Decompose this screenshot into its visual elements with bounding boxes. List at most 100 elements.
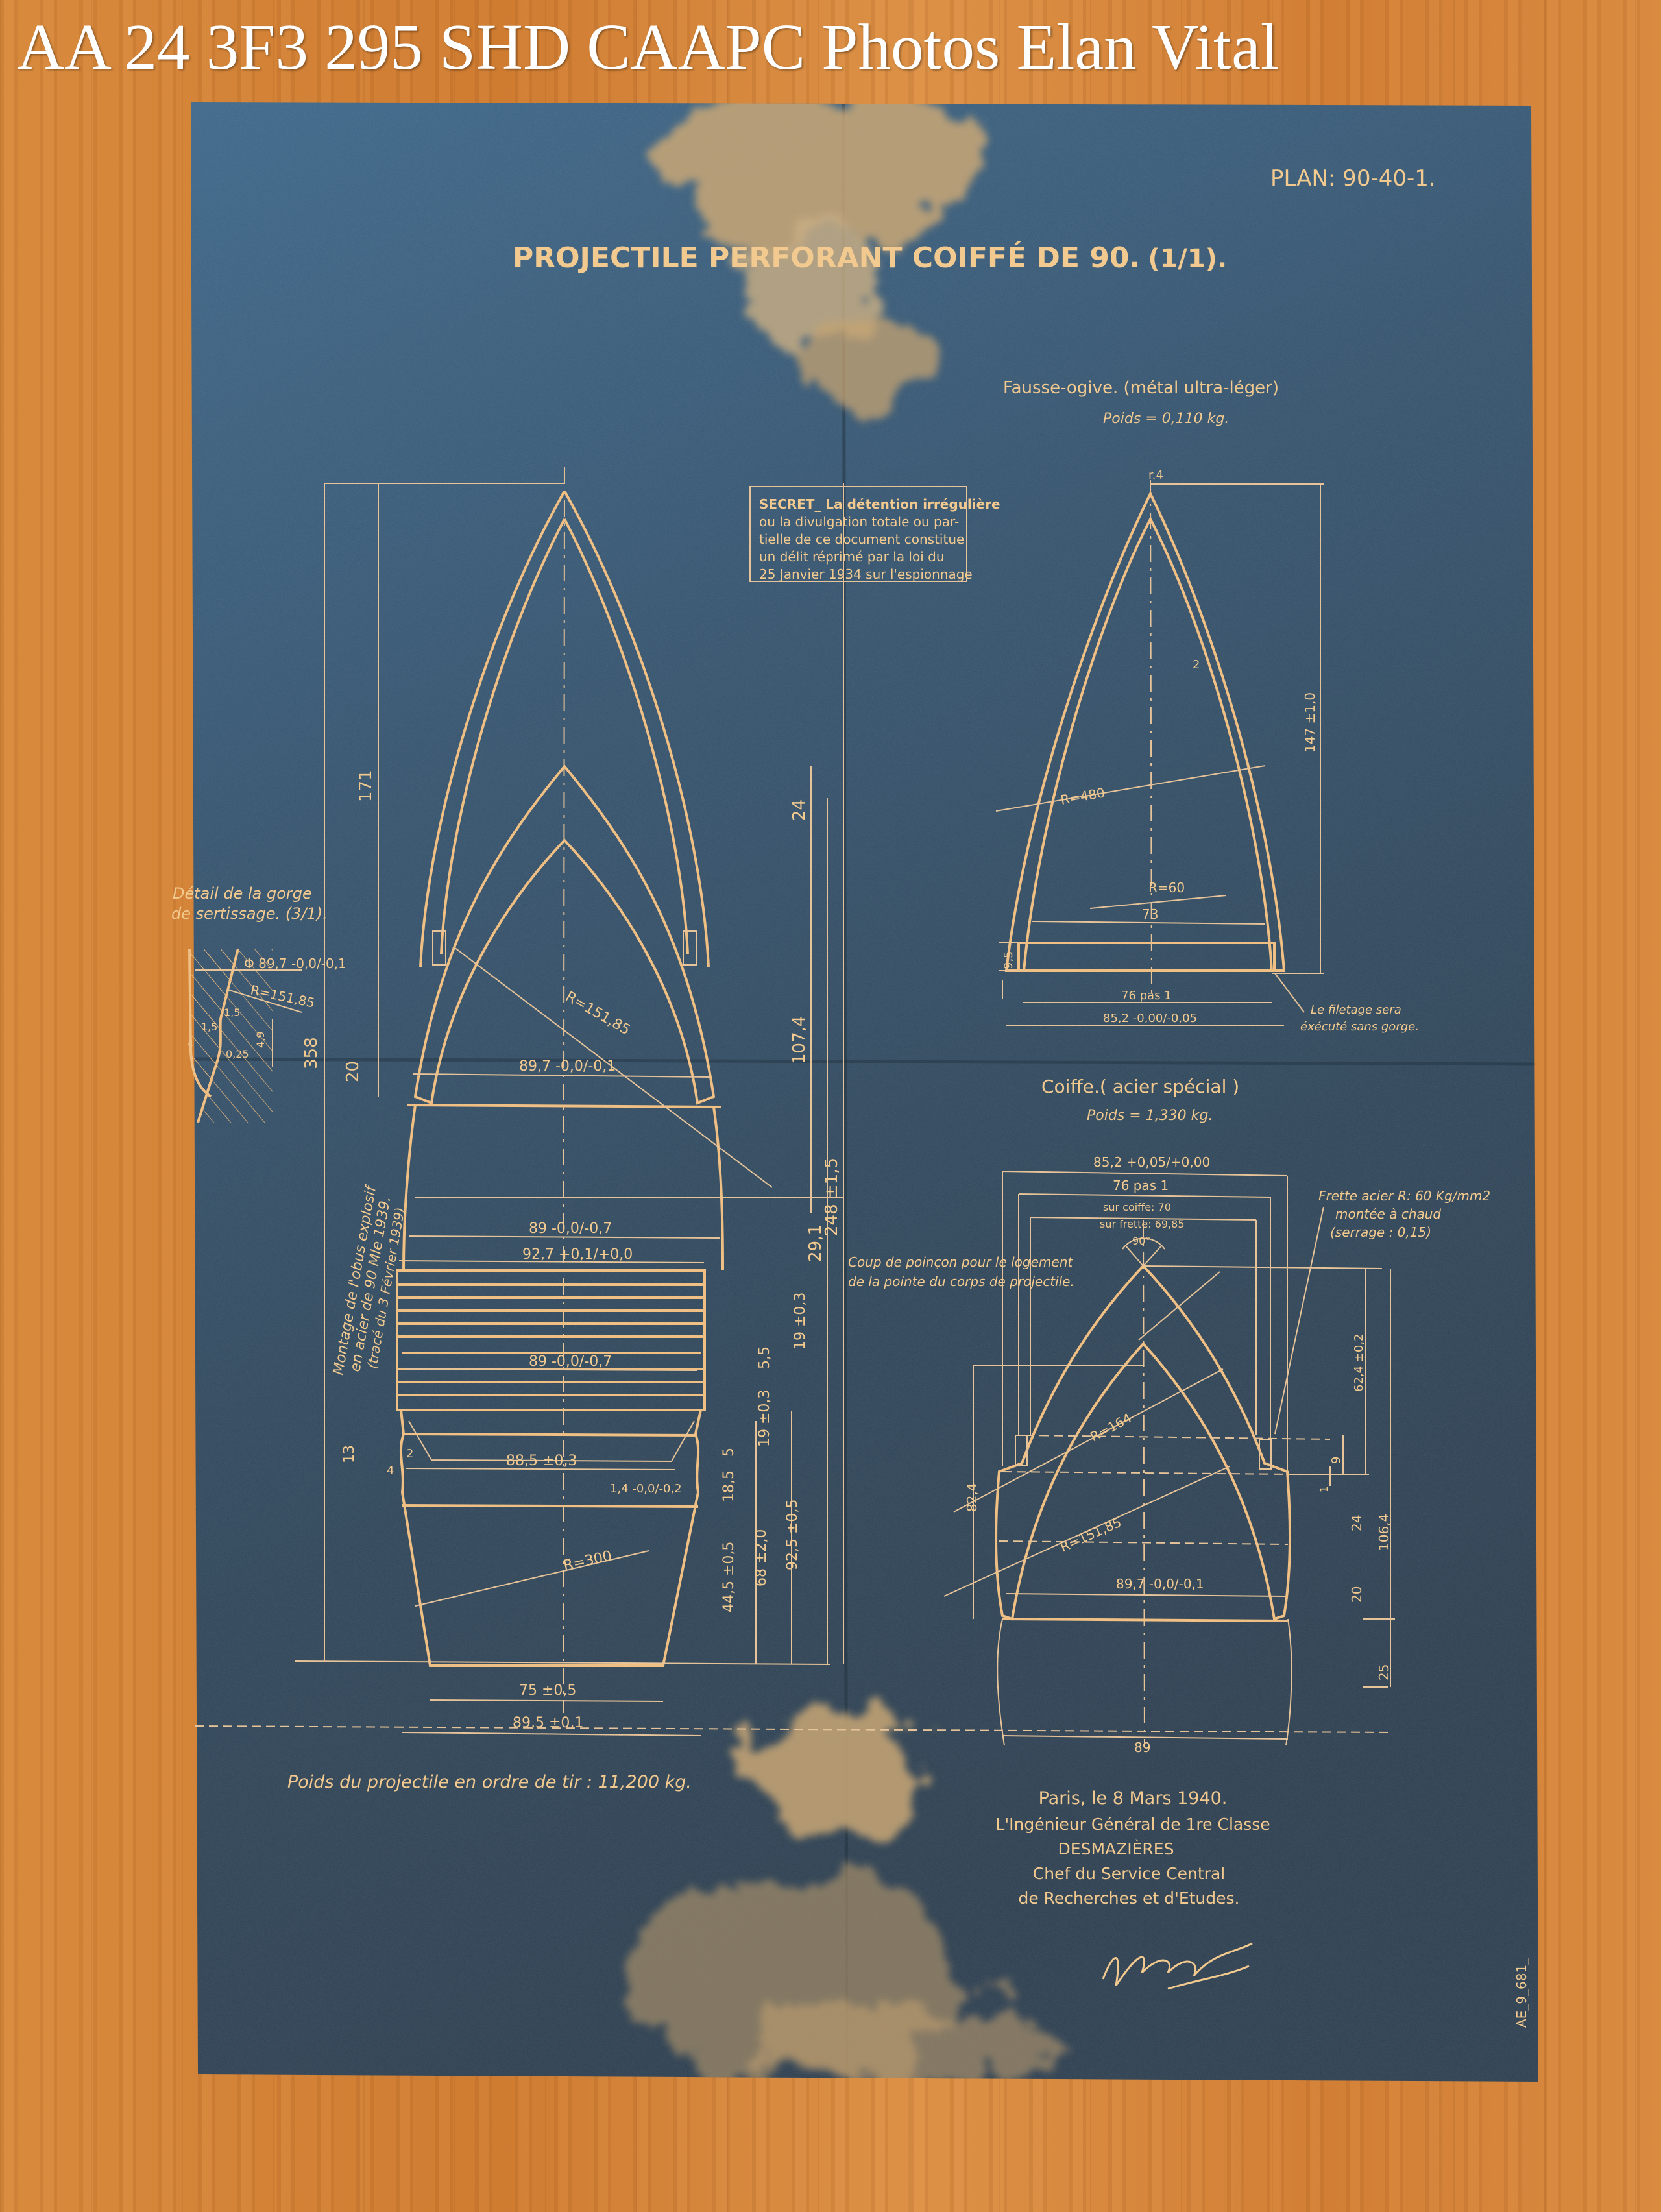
handwritten-signature	[1102, 1942, 1253, 1990]
main-diameter-lines	[398, 1073, 721, 1736]
secret-notice: SECRET_ La détention irrégulière ou la d…	[749, 486, 1000, 582]
dim-label: 171	[356, 770, 376, 802]
dim-label: 76 pas 1	[1121, 989, 1172, 1003]
secret-line: tielle de ce document constitue	[759, 531, 964, 547]
main-projectile-view	[295, 467, 844, 1736]
dim-label: 5	[721, 1448, 737, 1457]
dim-label: Φ 89,7 -0,0/-0,1	[244, 956, 346, 971]
secret-line: 25 Janvier 1934 sur l'espionnage	[759, 566, 973, 582]
punch-note: de la pointe du corps de projectile.	[848, 1274, 1074, 1289]
dim-label: 68 ±2,0	[753, 1529, 770, 1586]
base-line	[402, 1504, 699, 1508]
radius-leader-151	[454, 947, 773, 1188]
radius-leader-300	[415, 1550, 649, 1607]
signature-line: Chef du Service Central	[1033, 1864, 1225, 1883]
dim-label: 248 ±1,5	[822, 1158, 842, 1236]
dim-label: 85,2 +0,05/+0,00	[1093, 1154, 1210, 1170]
total-weight: Poids du projectile en ordre de tir : 11…	[287, 1772, 692, 1792]
signature-line: L'Ingénieur Général de 1re Classe	[995, 1815, 1270, 1834]
horizontal-fold-crease	[191, 1057, 1538, 1066]
windshield-title: Fausse-ogive. (métal ultra-léger)	[1003, 378, 1279, 398]
dim-label: 89 -0,0/-0,7	[529, 1354, 612, 1370]
dim-label: 13	[341, 1445, 358, 1463]
windshield-view: Fausse-ogive. (métal ultra-léger) Poids …	[995, 378, 1419, 1034]
cap-title: Coiffe.( acier spécial )	[1041, 1076, 1239, 1097]
band-note: (serrage : 0,15)	[1330, 1224, 1431, 1240]
dim-label: 9,5	[1002, 951, 1015, 969]
drawing-title: PROJECTILE PERFORANT COIFFÉ DE 90.	[513, 240, 1140, 274]
dim-label: 89,7 -0,0/-0,1	[519, 1058, 616, 1075]
cap-section	[413, 764, 716, 1105]
dim-label: 2	[406, 1447, 413, 1461]
secret-line: SECRET_ La détention irrégulière	[759, 496, 1000, 512]
dim-label: 62,4 ±0,2	[1352, 1333, 1366, 1392]
detail-title: de sertissage. (3/1).	[171, 905, 328, 923]
dim-label: 25	[1376, 1664, 1392, 1681]
dim-label: 2	[1193, 658, 1200, 672]
body-shoulder-line	[407, 1104, 722, 1108]
dim-label: 89	[1134, 1740, 1150, 1755]
dim-label: 19 ±0,3	[792, 1293, 808, 1350]
dim-label: 358	[302, 1037, 321, 1069]
thread-note: éxécuté sans gorge.	[1300, 1020, 1419, 1034]
dim-label: 88,5 ±0,3	[506, 1453, 577, 1469]
dim-label: 1,4 -0,0/-0,2	[610, 1482, 682, 1496]
dim-label: 4,9	[254, 1032, 267, 1048]
dim-label: 9	[1329, 1457, 1343, 1464]
dim-label: 73	[1142, 906, 1158, 922]
detail-title: Détail de la gorge	[173, 884, 312, 903]
dim-label: 106,4	[1376, 1514, 1392, 1551]
body-lower	[399, 1409, 702, 1667]
groove-line	[403, 1433, 697, 1437]
crimp-groove-detail: Détail de la gorge de sertissage. (3/1).…	[171, 884, 346, 1123]
band-note: montée à chaud	[1335, 1206, 1441, 1222]
dim-label: 89,7 -0,0/-0,1	[1116, 1576, 1204, 1592]
signature-block: Paris, le 8 Mars 1940. L'Ingénieur Génér…	[995, 1788, 1270, 1908]
dim-label: sur frette: 69,85	[1100, 1218, 1185, 1230]
dim-label: 107,4	[790, 1016, 809, 1064]
signature-line: DESMAZIÈRES	[1058, 1840, 1174, 1858]
dim-label: 24	[1349, 1515, 1364, 1531]
secret-line: ou la divulgation totale ou par-	[759, 514, 959, 529]
dim-label: 92,5 ±0,5	[784, 1500, 801, 1570]
dim-label: 24	[790, 799, 809, 821]
signature-line: de Recherches et d'Etudes.	[1018, 1889, 1239, 1908]
dim-label: 5,5	[757, 1346, 773, 1369]
windshield-outer	[419, 491, 710, 967]
dim-label: R=60	[1148, 880, 1185, 895]
plan-number: PLAN: 90-40-1.	[1270, 165, 1436, 191]
cap-weight: Poids = 1,330 kg.	[1087, 1108, 1213, 1124]
windshield-inner	[440, 518, 689, 954]
top-stain	[655, 102, 993, 409]
dim-label: 29,1	[806, 1224, 825, 1262]
rotating-band	[396, 1269, 706, 1411]
dim-label: 20	[1349, 1586, 1364, 1603]
dim-label: 82,4	[964, 1483, 980, 1512]
dim-label: sur coiffe: 70	[1103, 1201, 1171, 1213]
dim-label: 90°	[1132, 1235, 1150, 1247]
photo-caption: AA 24 3F3 295 SHD CAAPC Photos Elan Vita…	[17, 10, 1279, 83]
drawing-scale: (1/1).	[1148, 244, 1227, 274]
windshield-thread-right	[683, 930, 697, 966]
dim-label: 89 -0,0/-0,7	[529, 1221, 612, 1237]
dim-label: 89,5 ±0,1	[513, 1715, 583, 1731]
chamfer-line	[408, 1420, 695, 1463]
dim-label: 1,5	[224, 1006, 240, 1019]
dim-label: 20	[343, 1061, 363, 1082]
dim-label: 44,5 ±0,5	[721, 1542, 737, 1612]
dim-label: 147 ±1,0	[1302, 692, 1318, 753]
secret-line: un délit réprimé par la loi du	[759, 549, 945, 565]
thread-note: Le filetage sera	[1311, 1003, 1401, 1017]
main-dimension-lines	[295, 483, 844, 1665]
dim-label: 19 ±0,3	[757, 1390, 773, 1447]
band-note: Frette acier R: 60 Kg/mm2	[1318, 1188, 1490, 1204]
dim-label: 4	[387, 1464, 394, 1477]
dim-label: 75 ±0,5	[519, 1683, 576, 1699]
drawing-title-line: PROJECTILE PERFORANT COIFFÉ DE 90. (1/1).	[513, 240, 1227, 274]
windshield-thread-left	[432, 930, 446, 966]
dim-label: 1,5	[201, 1021, 217, 1033]
reference-code: AE_9_681_	[1514, 1958, 1529, 2028]
dim-label: 4	[187, 1038, 193, 1050]
